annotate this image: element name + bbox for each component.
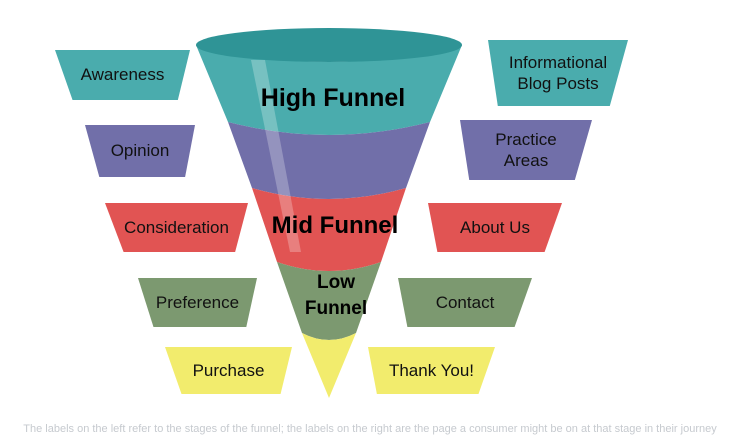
stage-opinion-label: Opinion xyxy=(110,141,170,161)
stage-purchase: Purchase xyxy=(165,347,292,394)
low-funnel-label: Low Funnel xyxy=(304,272,368,319)
stage-awareness: Awareness xyxy=(55,50,190,100)
stage-consideration: Consideration xyxy=(105,203,248,252)
page-contact: Contact xyxy=(398,278,532,327)
stage-awareness-label: Awareness xyxy=(80,65,165,85)
page-about-us-label: About Us xyxy=(460,217,530,237)
funnel-section-upper-mid xyxy=(228,122,430,199)
funnel-tip xyxy=(302,333,356,398)
high-funnel-label: High Funnel xyxy=(260,84,406,112)
page-about-us: About Us xyxy=(428,203,562,252)
funnel-section-low xyxy=(277,262,381,340)
stage-opinion: Opinion xyxy=(85,125,195,177)
stage-purchase-label: Purchase xyxy=(192,360,265,380)
funnel-section-mid xyxy=(252,188,406,271)
page-contact-label: Contact xyxy=(435,292,495,312)
diagram-caption: The labels on the left refer to the stag… xyxy=(23,423,717,435)
funnel-top-opening xyxy=(196,28,462,62)
stage-consideration-label: Consideration xyxy=(124,217,229,237)
page-practice-areas-label: Practice Areas xyxy=(495,129,557,170)
stage-preference-label: Preference xyxy=(155,292,240,312)
page-thank-you-label: Thank You! xyxy=(388,360,475,380)
page-practice-areas: Practice Areas xyxy=(460,120,592,180)
stage-preference: Preference xyxy=(138,278,257,327)
page-informational-blog-posts-label: Informational Blog Posts xyxy=(508,52,608,93)
page-thank-you: Thank You! xyxy=(368,347,495,394)
mid-funnel-label: Mid Funnel xyxy=(271,212,399,239)
page-informational-blog-posts: Informational Blog Posts xyxy=(488,40,628,106)
funnel-gloss-highlight xyxy=(251,60,301,252)
funnel-section-high xyxy=(196,45,462,135)
